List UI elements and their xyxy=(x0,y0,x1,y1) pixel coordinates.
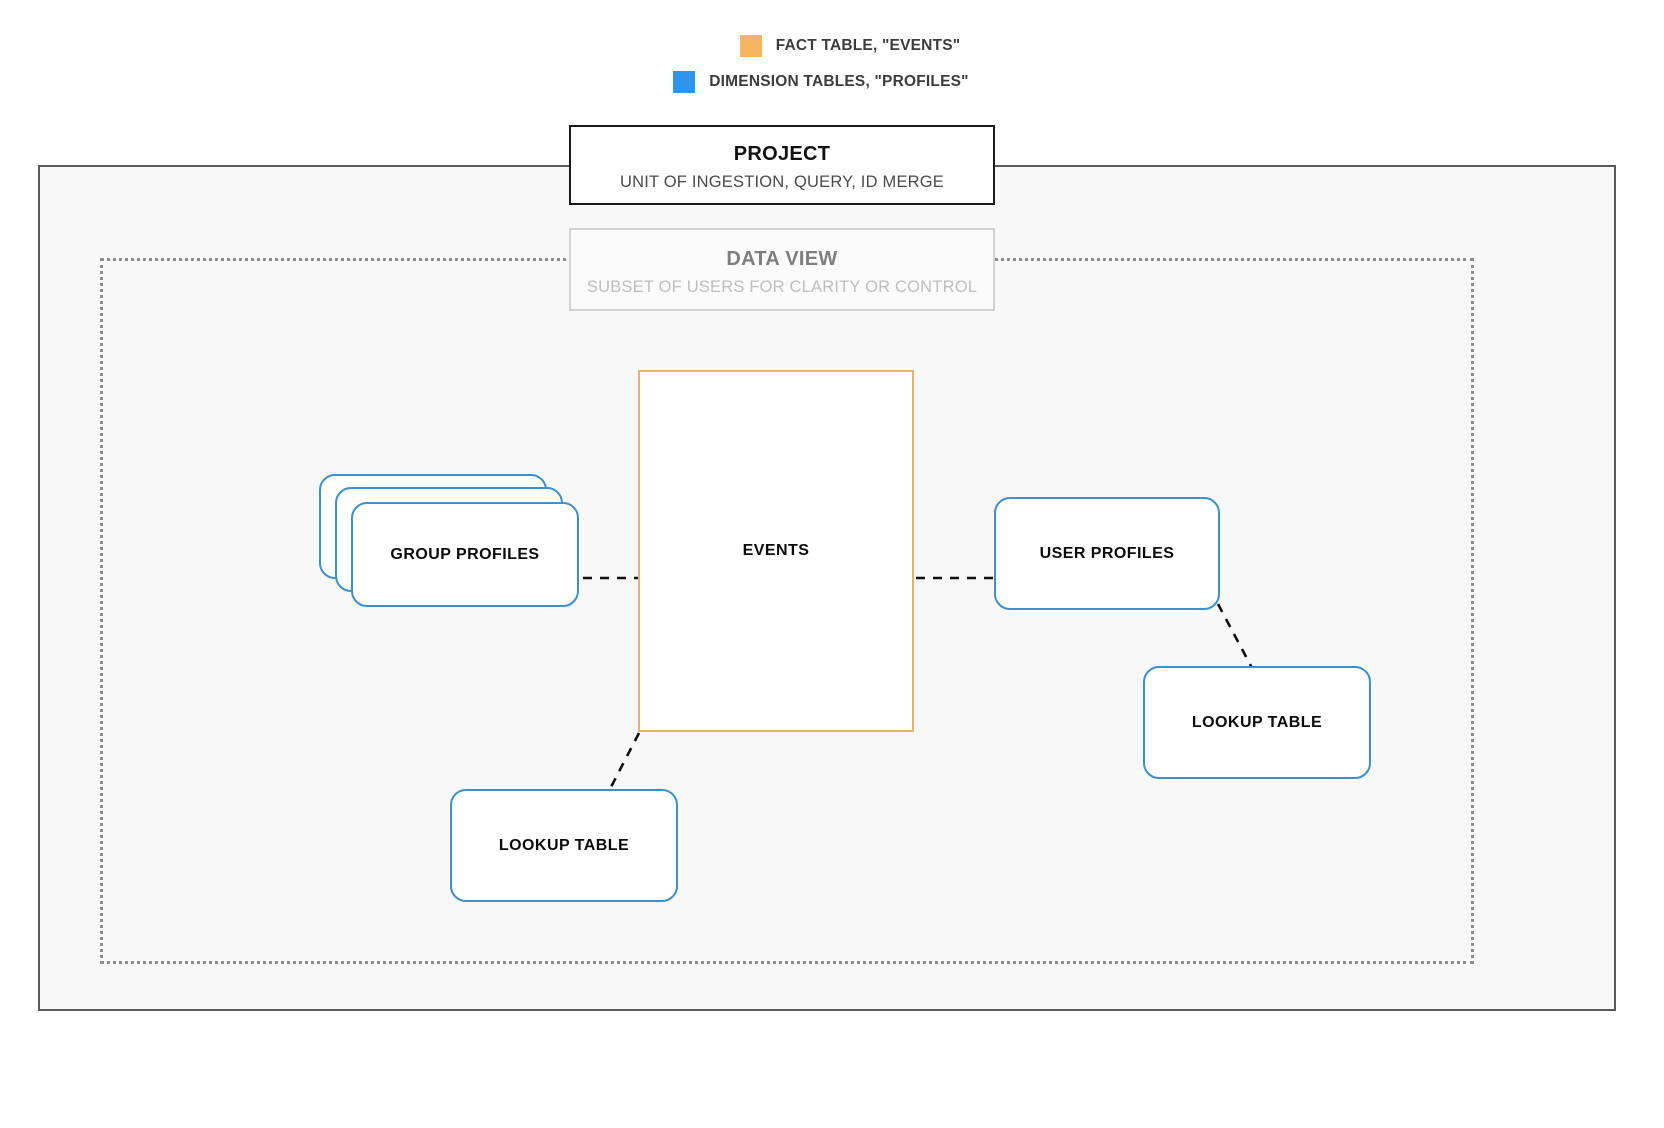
group-profiles-node-label: GROUP PROFILES xyxy=(390,545,540,563)
lookup-table-left-node-label: LOOKUP TABLE xyxy=(498,836,630,854)
legend-item-dimension-tables: DIMENSION TABLES, "PROFILES" xyxy=(0,64,1664,100)
lookup-table-right-node[interactable]: LOOKUP TABLE xyxy=(1143,666,1371,779)
dimension-tables-swatch xyxy=(673,71,696,93)
legend-item-fact-table: FACT TABLE, "EVENTS" xyxy=(0,28,1664,64)
project-subtitle: UNIT OF INGESTION, QUERY, ID MERGE xyxy=(619,173,944,191)
project-card[interactable]: PROJECT UNIT OF INGESTION, QUERY, ID MER… xyxy=(569,125,995,205)
group-profiles-node[interactable]: GROUP PROFILES xyxy=(319,474,579,614)
legend-label-dimension-tables: DIMENSION TABLES, "PROFILES" xyxy=(709,73,969,90)
legend-label-fact-table: FACT TABLE, "EVENTS" xyxy=(775,37,961,54)
data-view-subtitle: SUBSET OF USERS FOR CLARITY OR CONTROL xyxy=(586,278,978,296)
project-title: PROJECT xyxy=(733,143,831,165)
events-node[interactable]: EVENTS xyxy=(638,370,914,732)
data-view-title: DATA VIEW xyxy=(726,248,838,270)
lookup-table-left-node[interactable]: LOOKUP TABLE xyxy=(450,789,678,902)
group-profiles-stack-card-front[interactable]: GROUP PROFILES xyxy=(351,502,579,607)
user-profiles-node-label: USER PROFILES xyxy=(1039,544,1175,562)
events-node-label: EVENTS xyxy=(742,542,810,559)
data-view-card[interactable]: DATA VIEW SUBSET OF USERS FOR CLARITY OR… xyxy=(569,228,995,311)
legend: FACT TABLE, "EVENTS" DIMENSION TABLES, "… xyxy=(0,28,1664,100)
lookup-table-right-node-label: LOOKUP TABLE xyxy=(1191,713,1323,731)
fact-table-swatch xyxy=(739,35,762,57)
user-profiles-node[interactable]: USER PROFILES xyxy=(994,497,1220,610)
